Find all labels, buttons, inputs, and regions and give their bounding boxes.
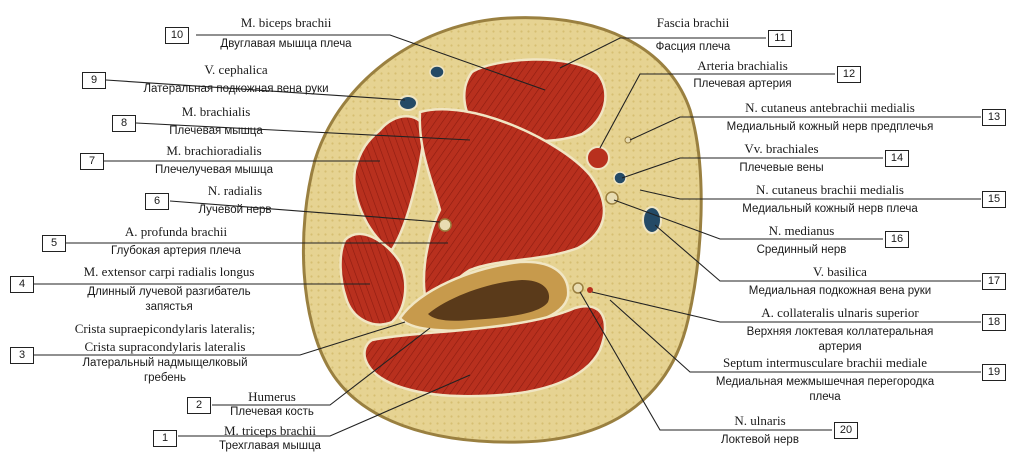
label-number-7: 7 [80,153,104,170]
label-number-12: 12 [837,66,861,83]
label-8-russian: Плечевая мышца [136,126,296,138]
label-number-16: 16 [885,231,909,248]
label-9-latin: V. cephalica [106,63,366,76]
label-number-14: 14 [885,150,909,167]
superficial-vein [430,66,444,78]
label-11-russian: Фасция плеча [620,42,766,54]
label-9-russian: Латеральная подкожная вена руки [106,84,366,96]
cephalic-vein [399,96,417,110]
label-3-russian-2: гребень [30,373,300,385]
label-7-russian: Плечелучевая мышца [104,165,324,177]
label-number-5: 5 [42,235,66,252]
label-5-latin: A. profunda brachii [66,225,286,238]
label-number-10: 10 [165,27,189,44]
label-1-russian: Трехглавая мышца [180,441,360,453]
label-10-russian: Двуглавая мышца плеча [196,39,376,51]
label-number-15: 15 [982,191,1006,208]
label-19-russian-2: плеча [670,392,980,404]
label-17-russian: Медиальная подкожная вена руки [700,286,980,298]
label-12-russian: Плечевая артерия [650,79,835,91]
label-4-russian-2: запястья [34,302,304,314]
label-13-latin: N. cutaneus antebrachii medialis [680,101,980,114]
label-16-russian: Срединный нерв [720,245,883,257]
label-19-russian: Медиальная межмышечная перегородка [670,377,980,389]
label-number-4: 4 [10,276,34,293]
label-18-russian-2: артерия [700,342,980,354]
label-number-13: 13 [982,109,1006,126]
label-4-russian: Длинный лучевой разгибатель [34,287,304,299]
label-6-russian: Лучевой нерв [170,205,300,217]
label-5-russian: Глубокая артерия плеча [66,246,286,258]
label-18-latin: A. collateralis ulnaris superior [700,306,980,319]
label-7-latin: M. brachioradialis [104,144,324,157]
median-nerve [606,192,618,204]
label-14-russian: Плечевые вены [680,163,883,175]
label-number-20: 20 [834,422,858,439]
label-6-latin: N. radialis [170,184,300,197]
label-15-russian: Медиальный кожный нерв плеча [680,204,980,216]
label-20-russian: Локтевой нерв [690,435,830,447]
label-18-russian: Верхняя локтевая коллатеральная [700,327,980,339]
brachial-vein [614,172,626,184]
label-number-2: 2 [187,397,211,414]
label-15-latin: N. cutaneus brachii medialis [680,183,980,196]
label-8-latin: M. brachialis [136,105,296,118]
label-20-latin: N. ulnaris [690,414,830,427]
label-3-russian: Латеральный надмыщелковый [30,358,300,370]
label-3-latin: Crista supraepicondylaris lateralis; [30,322,300,335]
label-number-9: 9 [82,72,106,89]
label-13-russian: Медиальный кожный нерв предплечья [680,122,980,134]
label-number-1: 1 [153,430,177,447]
label-number-17: 17 [982,273,1006,290]
radial-nerve [439,219,451,231]
ulnar-nerve [573,283,583,293]
label-number-19: 19 [982,364,1006,381]
label-10-latin: M. biceps brachii [196,16,376,29]
label-11-latin: Fascia brachii [620,16,766,29]
label-16-latin: N. medianus [720,224,883,237]
label-19-latin: Septum intermusculare brachii mediale [670,356,980,369]
label-3-latin-2: Crista supracondylaris lateralis [30,340,300,353]
label-12-latin: Arteria brachialis [650,59,835,72]
label-1-latin: M. triceps brachii [180,424,360,437]
label-number-18: 18 [982,314,1006,331]
label-2-russian: Плечевая кость [212,407,332,419]
basilic-vein [643,207,661,233]
brachial-artery [587,147,609,169]
label-14-latin: Vv. brachiales [680,142,883,155]
label-number-11: 11 [768,30,792,47]
label-2-latin: Humerus [212,390,332,403]
label-number-8: 8 [112,115,136,132]
label-number-6: 6 [145,193,169,210]
label-17-latin: V. basilica [700,265,980,278]
label-4-latin: M. extensor carpi radialis longus [34,265,304,278]
